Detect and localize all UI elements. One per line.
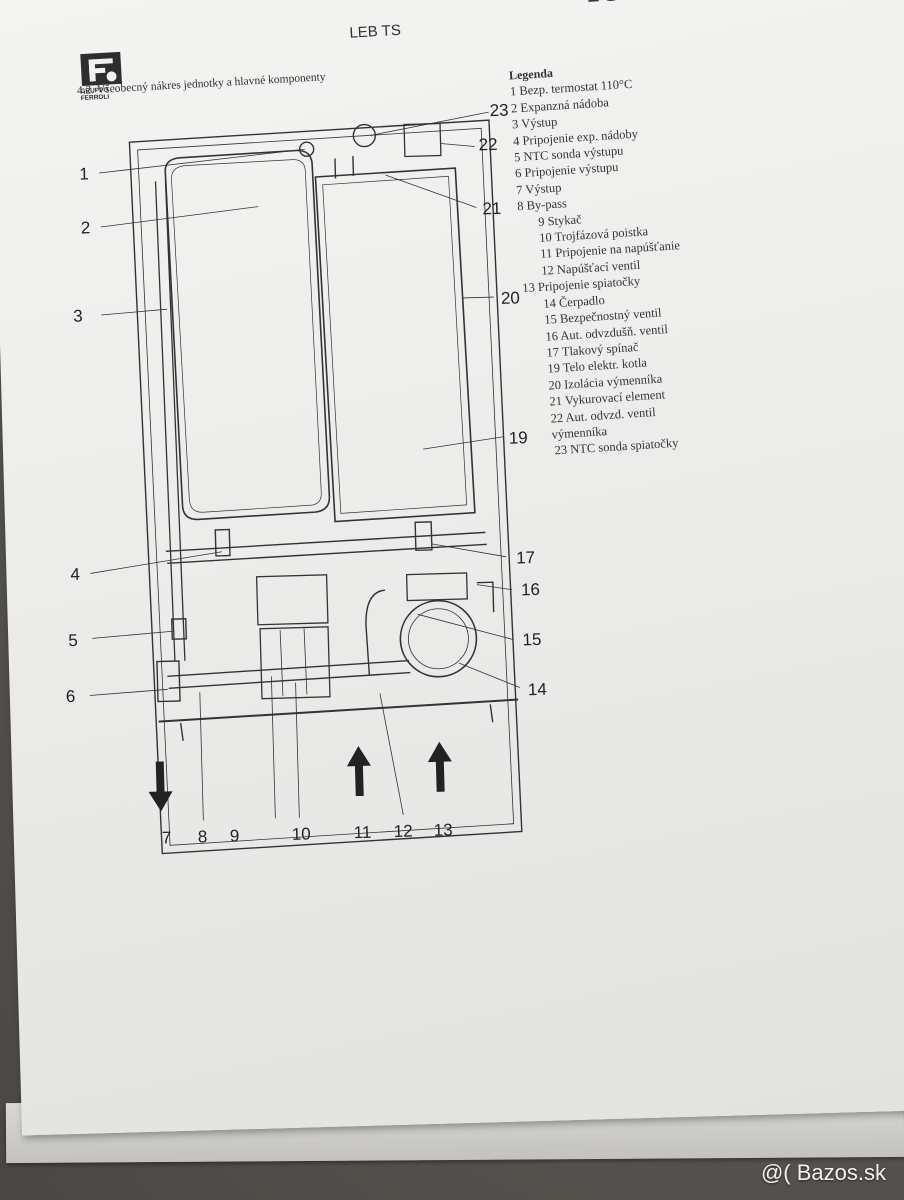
flow-arrows	[148, 741, 452, 812]
callout-label: 21	[482, 199, 501, 219]
outlet-pipe	[154, 181, 186, 662]
exchanger-insulation	[322, 175, 468, 514]
leader-line-15	[417, 613, 514, 641]
bottom-leader-lines	[199, 676, 404, 821]
safety-thermostat	[298, 141, 315, 157]
callout-label: 1	[79, 164, 89, 183]
auto-air-vent	[476, 581, 495, 613]
arrow-up-icon	[346, 746, 371, 797]
fill-pipe	[365, 589, 386, 676]
circulation-pump	[399, 599, 478, 678]
leader-line-16	[476, 584, 513, 591]
callout-label: 5	[68, 631, 78, 650]
callout-label: 6	[66, 687, 76, 706]
leader-line-6	[89, 688, 168, 696]
expansion-tank	[164, 149, 331, 521]
callout-label: 12	[394, 822, 413, 842]
logo-mark-icon	[80, 51, 122, 87]
top-connection	[334, 155, 355, 179]
document-title: LEB TS	[348, 21, 402, 42]
cabinet-feet	[179, 704, 494, 741]
bottom-panel	[158, 698, 519, 723]
exchanger-body	[314, 167, 476, 523]
leader-line-23	[370, 111, 489, 136]
callout-label: 20	[501, 288, 520, 308]
callout-label: 4	[70, 565, 80, 584]
leader-line-19	[423, 436, 503, 450]
pump-rotor	[408, 608, 469, 670]
leader-line-4	[90, 551, 222, 574]
outlet-connection	[156, 660, 181, 703]
callout-label: 9	[230, 826, 240, 845]
leader-line-1	[99, 148, 305, 174]
leader-line-22	[440, 143, 475, 147]
cabinet-inner-outline	[137, 127, 515, 846]
callout-label: 3	[73, 307, 83, 326]
three-phase-fuse	[259, 626, 331, 700]
company-logo: GRUPPO FERROLI	[78, 50, 125, 104]
leader-line-3	[101, 308, 168, 316]
document-page: ferroli LEB TS GRUPPO FERROLI 4.2. Všeob…	[0, 0, 904, 1136]
callout-label: 10	[292, 824, 311, 844]
manifold-pipe	[165, 531, 487, 564]
callout-label: 11	[354, 823, 372, 842]
leader-line-21	[385, 174, 477, 208]
callout-label: 7	[162, 828, 172, 847]
bottom-pipe	[167, 659, 411, 689]
pressure-switch	[405, 572, 468, 602]
callout-label: 2	[81, 218, 91, 237]
callout-label: 17	[516, 548, 535, 568]
callout-label: 8	[198, 827, 208, 846]
contactor	[255, 574, 329, 626]
callout-label: 22	[478, 135, 497, 155]
ntc-return-probe	[352, 123, 377, 148]
callout-label: 19	[509, 428, 528, 448]
fuse-divider	[279, 628, 308, 697]
boiler-diagram: 1 2 3 4 5 6 23 22 21 20 19 17 16 15 14 7…	[66, 101, 547, 855]
diagram-drawing	[89, 111, 523, 855]
leader-line-2	[100, 206, 259, 228]
brand-name: ferroli	[585, 0, 703, 12]
callout-label: 16	[521, 580, 540, 600]
watermark: @( Bazos.sk	[760, 1160, 886, 1185]
expansion-connection	[214, 528, 231, 557]
callout-label: 23	[489, 101, 508, 121]
arrow-down-icon	[148, 761, 173, 812]
callout-label: 13	[433, 820, 452, 840]
air-vent-valve	[403, 122, 442, 158]
bypass-fitting	[414, 521, 433, 552]
leader-line-14	[458, 662, 520, 688]
leader-line-20	[462, 296, 494, 299]
ntc-outlet-probe	[171, 618, 188, 640]
callout-label: 15	[522, 630, 541, 650]
callout-label: 14	[528, 680, 547, 700]
leader-line-17	[431, 543, 507, 558]
expansion-tank-inner	[171, 159, 322, 513]
arrow-up-icon	[427, 741, 452, 792]
callout-labels: 1 2 3 4 5 6 23 22 21 20 19 17 16 15 14 7…	[66, 101, 547, 848]
leader-line-5	[92, 630, 175, 639]
cabinet-outline	[128, 119, 523, 855]
